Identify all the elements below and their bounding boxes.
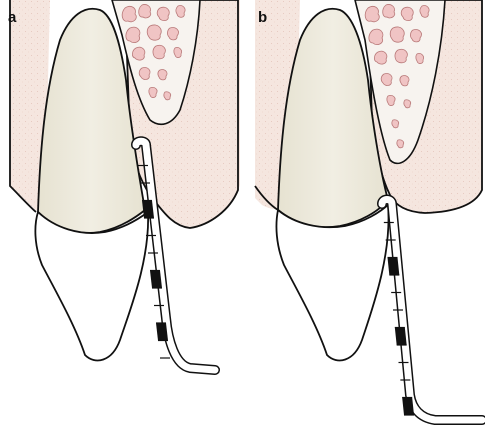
tooth-crown	[34, 210, 149, 362]
probe-band	[156, 323, 168, 341]
panel-label-b: b	[258, 9, 267, 26]
probe-shaft-inner	[132, 137, 219, 374]
probe-markings-b	[383, 221, 414, 416]
probe-shaft-inner-b	[378, 196, 485, 424]
probe-band	[150, 270, 162, 288]
tooth-crown-b	[275, 203, 390, 362]
periodontal-probe-a	[131, 136, 220, 375]
periodontal-probe-b	[377, 194, 485, 425]
trabecular-bone	[121, 4, 186, 101]
gingiva-left-edge-b	[254, 185, 279, 211]
probe-band	[394, 327, 407, 345]
trabecular-bone-b	[364, 4, 430, 149]
panel-b: b	[254, 0, 485, 425]
probe-markings	[138, 164, 170, 359]
panel-a: a	[8, 0, 240, 375]
panel-label-a: a	[8, 9, 17, 26]
probe-band	[402, 397, 414, 415]
probe-band	[387, 257, 400, 275]
gingiva-left	[9, 0, 37, 213]
probe-band	[142, 200, 154, 218]
